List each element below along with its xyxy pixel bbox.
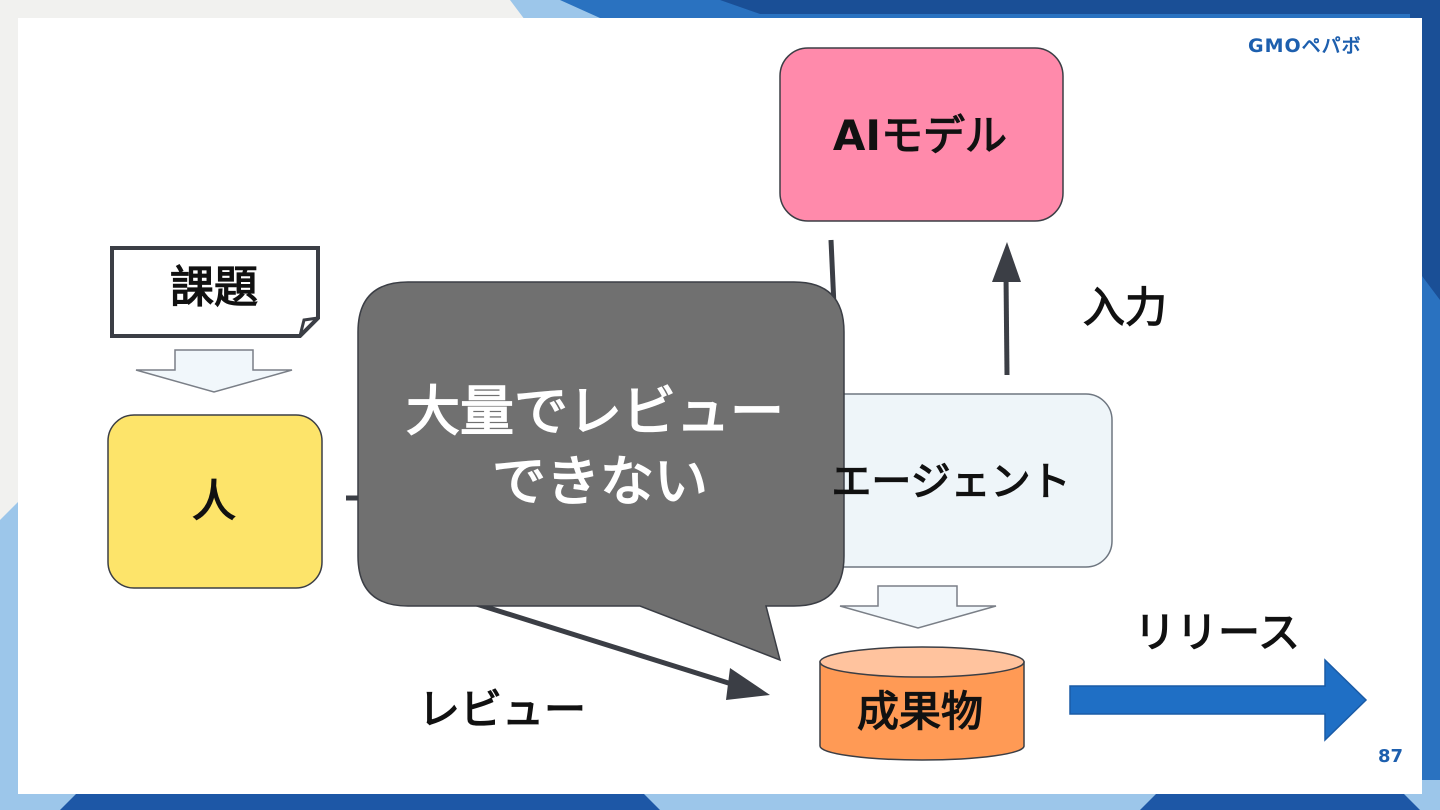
ai-model-label: AIモデル — [832, 111, 1008, 160]
agent-label: エージェント — [831, 459, 1071, 505]
person-box — [107, 414, 323, 589]
deco-dark-top — [720, 0, 1440, 14]
deliverable-cylinder-body — [819, 661, 1025, 761]
release-label: リリース — [1134, 608, 1300, 657]
review-arrow-line — [469, 599, 739, 689]
agent-to-ai-arrow — [1003, 274, 1010, 376]
deco-bottom-dark — [60, 790, 660, 810]
deliverable-cylinder-top — [819, 646, 1025, 678]
deco-bottom-dark-right — [1140, 790, 1420, 810]
agent-to-deliverable-arrow — [839, 585, 997, 629]
ai-model-box — [779, 47, 1064, 222]
callout-bubble — [357, 281, 845, 662]
task-label: 課題 — [170, 262, 258, 313]
person-label: 人 — [192, 476, 236, 527]
task-to-person-arrow — [135, 349, 293, 393]
callout-text-line2: できない — [492, 450, 708, 513]
review-label: レビュー — [417, 685, 587, 734]
brand-logo: GMOペパボ — [1248, 35, 1362, 57]
deliverable-label: 成果物 — [856, 687, 984, 736]
input-label: 入力 — [1082, 283, 1168, 332]
page-number: 87 — [1378, 746, 1404, 767]
task-document-fold — [298, 316, 319, 337]
callout-text-line1: 大量でレビュー — [406, 380, 784, 443]
review-arrowhead — [726, 668, 770, 700]
release-arrow — [1069, 658, 1368, 742]
agent-to-ai-arrowhead — [992, 242, 1021, 282]
task-document-shape — [110, 246, 320, 338]
